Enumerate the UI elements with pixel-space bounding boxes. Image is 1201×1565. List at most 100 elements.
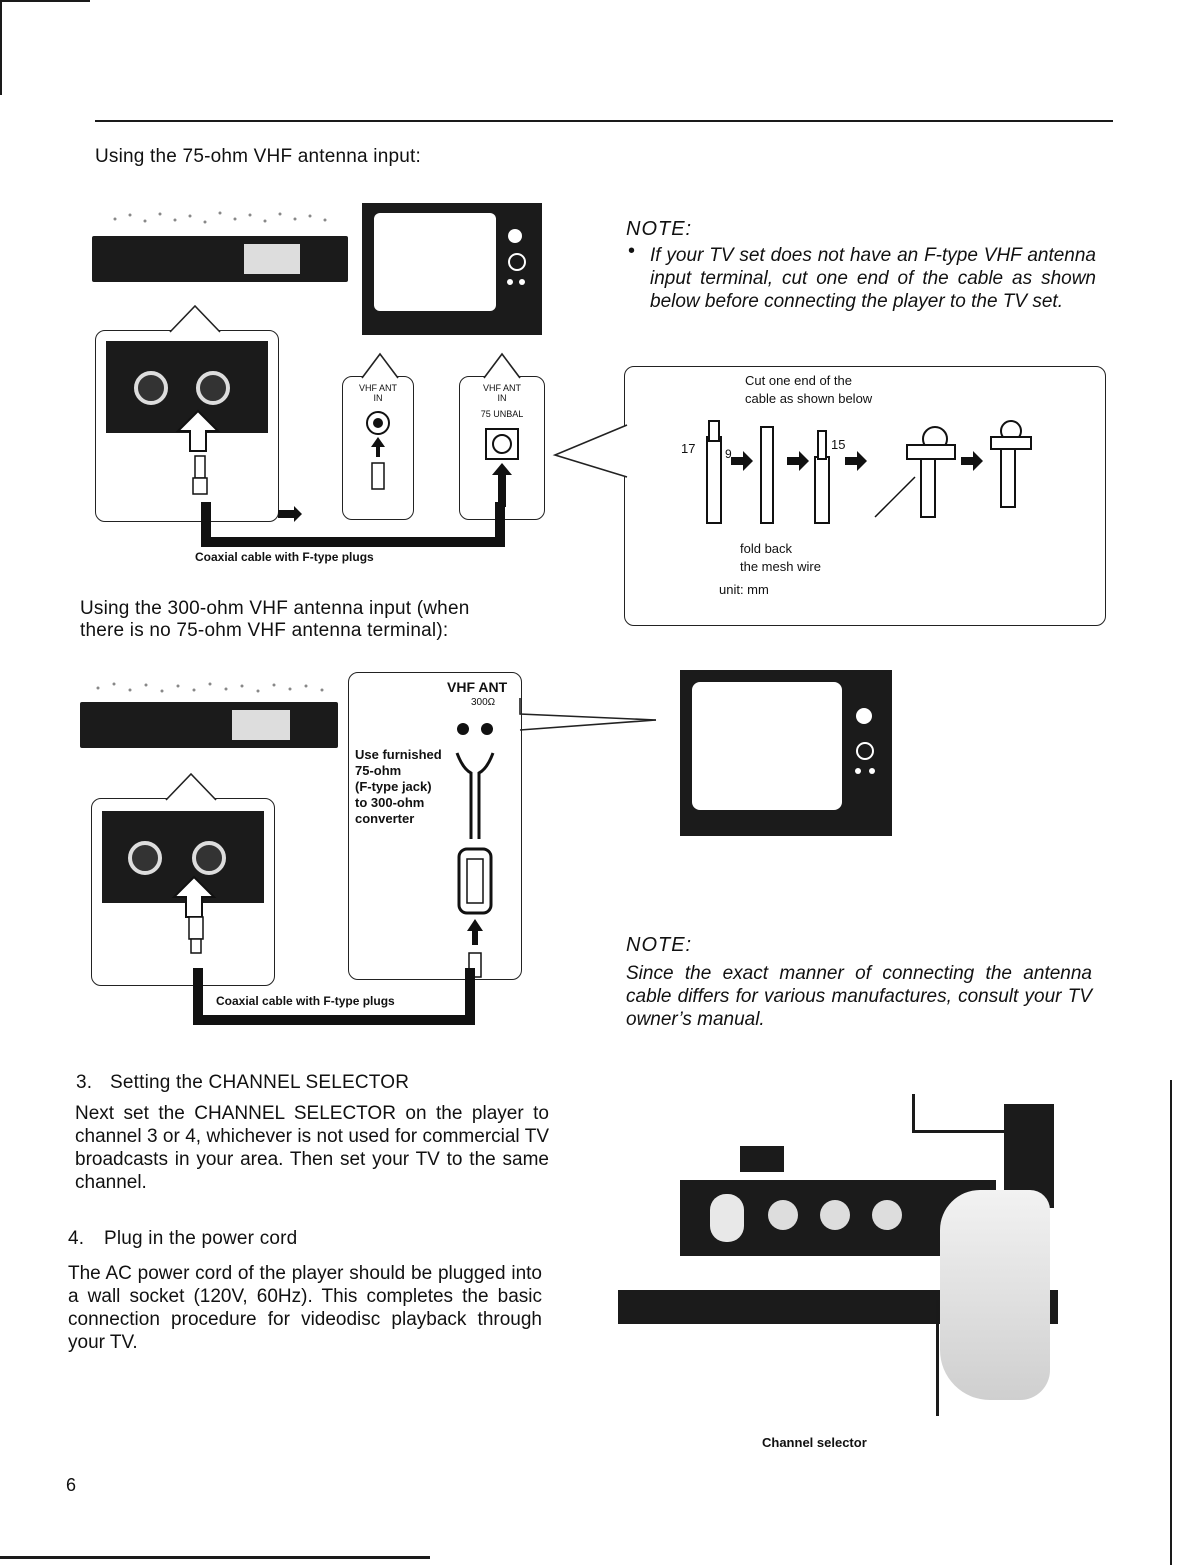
vhf-ant-label-2: VHF ANT bbox=[482, 383, 521, 393]
tv2-dot-1 bbox=[855, 768, 861, 774]
rear-panel-2 bbox=[102, 811, 264, 903]
header-divider bbox=[95, 120, 1113, 122]
photo-edge bbox=[936, 1300, 939, 1416]
plug-arrow bbox=[175, 409, 221, 452]
unbal-label: 75 UNBAL bbox=[480, 409, 524, 419]
fold-label-1: fold back bbox=[740, 541, 793, 556]
unit-label: unit: mm bbox=[719, 582, 769, 597]
tv2-dot-2 bbox=[869, 768, 875, 774]
photo-caption: Channel selector bbox=[762, 1435, 867, 1450]
vhf-in-label-1: IN bbox=[373, 393, 383, 403]
note2-title: NOTE: bbox=[626, 934, 693, 956]
tv-knob-2 bbox=[508, 253, 526, 271]
antenna-in-jack-2 bbox=[128, 841, 162, 875]
rear-panel-callout bbox=[95, 330, 279, 522]
player-top-texture-2 bbox=[96, 682, 324, 693]
ohm-300-label: 300Ω bbox=[471, 697, 496, 708]
vhf-ant-in-box-2: VHF ANT IN 75 UNBAL bbox=[459, 376, 545, 520]
right-edge-mark bbox=[1170, 1080, 1172, 1565]
cable-caption-2: Coaxial cable with F-type plugs bbox=[216, 994, 395, 1008]
rear-panel bbox=[106, 341, 268, 433]
vhf-ant-in-box-1: VHF ANT IN bbox=[342, 376, 414, 520]
step3-number: 3. bbox=[76, 1072, 93, 1093]
section1-heading: Using the 75-ohm VHF antenna input: bbox=[95, 146, 421, 167]
player-top-texture bbox=[113, 211, 327, 224]
photo-jack-4 bbox=[872, 1200, 902, 1230]
section2-heading-2: there is no 75-ohm VHF antenna terminal)… bbox=[80, 620, 449, 641]
vhf-in-label-2: IN bbox=[497, 393, 507, 403]
callout-pointer-4 bbox=[165, 772, 217, 801]
converter-callout: VHF ANT 300Ω Use furnished 75-ohm (F-typ… bbox=[348, 672, 522, 980]
left-edge-mark bbox=[0, 0, 2, 95]
note1-text: If your TV set does not have an F-type V… bbox=[650, 245, 1096, 312]
tv2-knob-1 bbox=[856, 708, 872, 724]
player-buttons bbox=[244, 244, 300, 274]
photo-jack-1 bbox=[710, 1194, 744, 1242]
cut-label-1: Cut one end of the bbox=[745, 373, 852, 388]
plug-arrow-2 bbox=[171, 875, 217, 918]
tv-dot-2 bbox=[519, 279, 525, 285]
note1-bullet: • bbox=[628, 240, 636, 262]
f-plug bbox=[192, 455, 208, 495]
f-plug-2 bbox=[188, 916, 204, 954]
antenna-wire-h bbox=[912, 1130, 1004, 1133]
vhf-ant-label-1: VHF ANT bbox=[358, 383, 397, 393]
player-logo bbox=[740, 1146, 784, 1172]
bottom-edge-mark bbox=[0, 1556, 430, 1559]
tv-screen bbox=[374, 213, 496, 311]
callout-pointer-3 bbox=[483, 352, 521, 379]
callout-pointer-2 bbox=[361, 352, 399, 379]
dim-15: 15 bbox=[831, 437, 846, 452]
tv-set bbox=[362, 203, 542, 335]
screw-terminal-icon bbox=[366, 411, 390, 490]
cut-label-2: cable as shown below bbox=[745, 391, 873, 406]
tv-dot-1 bbox=[507, 279, 513, 285]
f-type-terminal-icon bbox=[485, 428, 519, 507]
rear-panel-callout-2 bbox=[91, 798, 275, 986]
videodisc-player bbox=[92, 236, 348, 282]
cable-stripping-steps bbox=[706, 420, 1032, 524]
coaxial-cable-1 bbox=[201, 502, 505, 547]
converter-icon bbox=[455, 723, 495, 978]
fold-label-2: the mesh wire bbox=[740, 559, 821, 574]
step4-title: Plug in the power cord bbox=[104, 1228, 298, 1249]
photo-jack-2 bbox=[768, 1200, 798, 1230]
hand-photo bbox=[940, 1190, 1050, 1400]
photo-jack-3 bbox=[820, 1200, 850, 1230]
converter-callout-tab bbox=[519, 698, 657, 731]
step3-body: Next set the CHANNEL SELECTOR on the pla… bbox=[75, 1103, 549, 1193]
note2-text: Since the exact manner of connecting the… bbox=[626, 963, 1092, 1030]
step3-title: Setting the CHANNEL SELECTOR bbox=[110, 1072, 410, 1093]
tv-screen-2 bbox=[692, 682, 842, 810]
videodisc-player-2 bbox=[80, 702, 338, 748]
converter-line-1: Use furnished bbox=[355, 747, 442, 762]
dim-9: 9 bbox=[725, 447, 732, 461]
converter-line-2: 75-ohm bbox=[355, 763, 402, 778]
tv2-knob-2 bbox=[856, 742, 874, 760]
converter-line-5: converter bbox=[355, 811, 415, 826]
tv-knob-1 bbox=[508, 229, 522, 243]
player-rear-photo bbox=[680, 1180, 996, 1256]
antenna-wire-v bbox=[912, 1094, 915, 1132]
vhf-out-jack-2 bbox=[192, 841, 226, 875]
page-number: 6 bbox=[66, 1475, 77, 1495]
step4-body: The AC power cord of the player should b… bbox=[68, 1263, 542, 1353]
converter-line-4: to 300-ohm bbox=[355, 795, 425, 810]
coaxial-cable-2 bbox=[193, 968, 475, 1025]
vhf-out-jack bbox=[196, 371, 230, 405]
note1-title: NOTE: bbox=[626, 218, 693, 240]
top-left-corner-mark bbox=[0, 0, 90, 2]
dim-17: 17 bbox=[681, 441, 696, 456]
player-buttons-2 bbox=[232, 710, 290, 740]
callout-pointer-1 bbox=[169, 304, 221, 333]
vhf-ant-300-label: VHF ANT bbox=[447, 679, 508, 695]
section2-heading-1: Using the 300-ohm VHF antenna input (whe… bbox=[80, 598, 470, 619]
tv-set-2 bbox=[680, 670, 892, 836]
cut-diagram-callout: Cut one end of the cable as shown below … bbox=[624, 366, 1106, 626]
step4-number: 4. bbox=[68, 1228, 85, 1249]
cable-caption-1: Coaxial cable with F-type plugs bbox=[195, 550, 374, 564]
cut-callout-pointer bbox=[552, 424, 628, 478]
converter-description: Use furnished 75-ohm (F-type jack) to 30… bbox=[355, 747, 442, 827]
converter-line-3: (F-type jack) bbox=[355, 779, 432, 794]
antenna-in-jack bbox=[134, 371, 168, 405]
